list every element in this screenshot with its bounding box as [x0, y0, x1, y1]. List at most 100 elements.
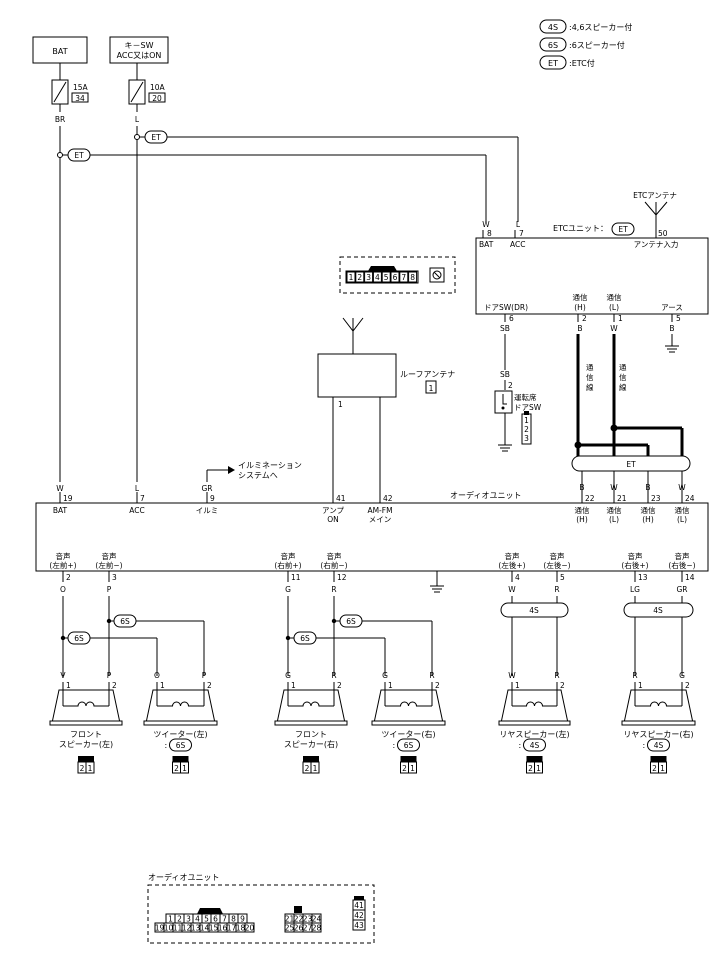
- svg-text:R: R: [554, 671, 559, 680]
- svg-text:(右後−): (右後−): [668, 560, 695, 570]
- svg-text:1: 1: [515, 681, 520, 690]
- svg-text:4S: 4S: [654, 741, 664, 750]
- svg-text:ET: ET: [618, 225, 628, 234]
- svg-text:1: 1: [660, 764, 665, 773]
- pin-number: 13: [638, 573, 648, 582]
- bat-source: BAT: [32, 36, 88, 64]
- svg-text::: :: [393, 741, 396, 750]
- svg-text:(右前−): (右前−): [320, 560, 347, 570]
- pin-number: 22: [585, 494, 595, 503]
- connector-pin: 8: [410, 273, 415, 282]
- pin-name: BAT: [53, 506, 68, 515]
- svg-text:1: 1: [66, 681, 71, 690]
- svg-text:ET: ET: [626, 460, 636, 469]
- svg-text:L: L: [135, 484, 140, 493]
- svg-text:2: 2: [560, 681, 565, 690]
- connector-pin: 23: [303, 915, 313, 924]
- svg-text:1: 1: [524, 416, 529, 425]
- pin-number: 19: [63, 494, 73, 503]
- svg-text:1: 1: [160, 681, 165, 690]
- svg-text:B: B: [669, 324, 674, 333]
- pin-number: 9: [210, 494, 215, 503]
- pin-number: 21: [617, 494, 627, 503]
- connector-pin: 10: [164, 924, 174, 933]
- svg-text:50: 50: [658, 229, 668, 238]
- connector-pin: 7: [401, 273, 406, 282]
- svg-text:通信: 通信: [573, 292, 588, 302]
- svg-text:2: 2: [582, 314, 587, 323]
- svg-text:2: 2: [402, 764, 407, 773]
- wire-color: O: [60, 585, 66, 594]
- svg-text:スピーカー(左): スピーカー(左): [59, 739, 113, 749]
- wire-color: P: [107, 585, 112, 594]
- svg-text:1: 1: [536, 764, 541, 773]
- etc-unit: W L 8 7 ETCユニット： ET ETCアンテナ 50 BAT ACC ア…: [475, 191, 709, 315]
- et-tag: [571, 455, 691, 472]
- svg-text:R: R: [429, 671, 434, 680]
- connector-pin: 1: [349, 273, 354, 282]
- svg-text:G: G: [679, 671, 685, 680]
- svg-text:4S: 4S: [530, 741, 540, 750]
- speaker-name: リヤスピーカー(右): [623, 729, 693, 739]
- svg-text:2: 2: [524, 425, 529, 434]
- svg-text:15A: 15A: [73, 83, 89, 92]
- svg-text:(H): (H): [576, 515, 588, 524]
- svg-text:BAT: BAT: [52, 47, 67, 56]
- pin-number: 4: [515, 573, 520, 582]
- svg-text:2: 2: [528, 764, 533, 773]
- speaker-coil-icon: [288, 701, 334, 707]
- connector-pin: 24: [312, 915, 322, 924]
- speaker-coil-icon: [385, 701, 432, 707]
- svg-text:5: 5: [676, 314, 681, 323]
- connector-pin: 21: [285, 915, 295, 924]
- svg-text:オーディオユニット: オーディオユニット: [450, 490, 521, 500]
- svg-text:(L): (L): [609, 303, 619, 312]
- connector-pin: 41: [354, 901, 364, 910]
- svg-text:ET: ET: [74, 151, 84, 160]
- svg-text:3: 3: [524, 434, 529, 443]
- connector-pin: 15: [209, 924, 219, 933]
- pin-number: 14: [685, 573, 695, 582]
- connector-pin: 6: [393, 273, 398, 282]
- svg-text:P: P: [202, 671, 207, 680]
- svg-text:(H): (H): [642, 515, 654, 524]
- connector-pin: 14: [200, 924, 210, 933]
- svg-text:1: 1: [429, 384, 434, 393]
- pin-number: 2: [66, 573, 71, 582]
- svg-text:W: W: [56, 484, 64, 493]
- pin-number: 12: [337, 573, 347, 582]
- svg-text::ETC付: :ETC付: [569, 58, 595, 68]
- svg-text:1: 1: [618, 314, 623, 323]
- connector-pin: 5: [204, 915, 209, 924]
- pin-number: 7: [140, 494, 145, 503]
- connector-pin: 28: [312, 924, 322, 933]
- pin-number: 41: [336, 494, 346, 503]
- connector-pin: 26: [294, 924, 304, 933]
- connector-pin: 27: [303, 924, 313, 933]
- svg-text:L: L: [516, 220, 521, 229]
- svg-text:1: 1: [410, 764, 415, 773]
- wire-color: R: [331, 585, 336, 594]
- svg-text:SB: SB: [500, 370, 510, 379]
- pin-name: 通信: [607, 505, 622, 515]
- svg-text:1: 1: [88, 764, 93, 773]
- svg-text:1: 1: [338, 400, 343, 409]
- speaker-name: フロント: [70, 730, 102, 739]
- svg-text:運転席: 運転席: [514, 392, 537, 402]
- svg-text:2: 2: [337, 681, 342, 690]
- pin-name: アンプ: [322, 506, 344, 515]
- svg-text:R: R: [632, 671, 637, 680]
- svg-text:O: O: [154, 671, 160, 680]
- pin-name: 通信: [575, 505, 590, 515]
- connector-pin: 25: [285, 924, 295, 933]
- svg-text:メイン: メイン: [369, 515, 392, 524]
- svg-text:L: L: [135, 115, 140, 124]
- svg-text:34: 34: [75, 94, 85, 103]
